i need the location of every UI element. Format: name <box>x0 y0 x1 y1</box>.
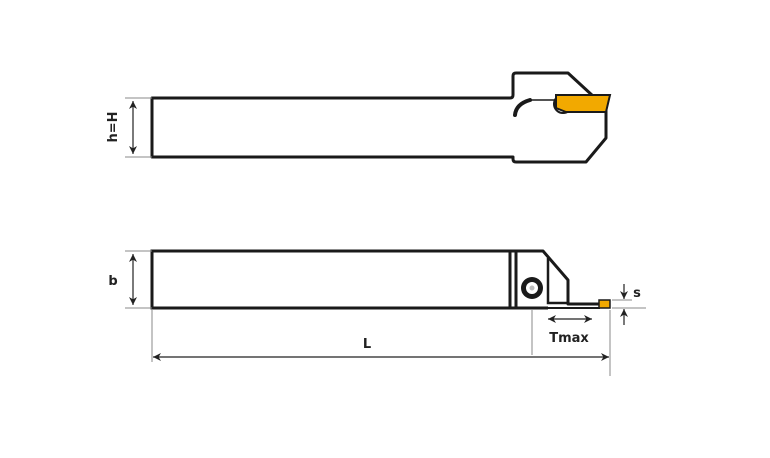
side-view-insert <box>598 299 611 309</box>
length-label: L <box>363 337 371 352</box>
length-dimension: L <box>151 310 611 376</box>
top-view <box>150 71 612 164</box>
height-label: h=H <box>106 111 121 142</box>
side-view-head-outline <box>510 249 610 310</box>
side-view-shank <box>150 249 512 310</box>
depth-label: Tmax <box>549 331 589 346</box>
top-view-holder-outline <box>150 71 608 164</box>
width-dimension: b <box>108 250 152 309</box>
insert-width-label: s <box>633 286 641 301</box>
side-view-pocket <box>546 258 568 305</box>
side-view <box>150 249 611 310</box>
depth-dimension: Tmax <box>531 310 592 355</box>
top-view-insert <box>555 94 612 113</box>
width-label: b <box>108 274 117 289</box>
top-view-clamp-lever <box>513 98 532 117</box>
height-dimension: h=H <box>106 97 152 158</box>
insert-width-dimension: s <box>612 284 646 325</box>
